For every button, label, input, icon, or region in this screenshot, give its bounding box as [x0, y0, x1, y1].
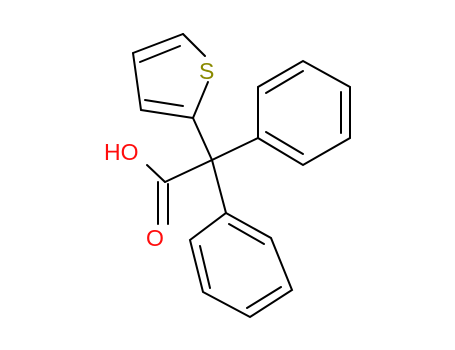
sulfur-atom-label: S	[199, 58, 214, 84]
phenyl-bottom-double-2	[246, 286, 282, 309]
bond-s-c2	[192, 81, 209, 119]
bond-c3a-c3	[132, 52, 142, 111]
bond-thiophene-central	[192, 117, 213, 161]
phenyl-top-double-3	[265, 131, 304, 155]
phenyl-bottom-double-3	[199, 245, 211, 289]
bond-c4-s	[182, 33, 206, 57]
bond-c2-c3a	[140, 109, 194, 119]
bond-c3-c4	[132, 33, 184, 54]
thiophene-ring	[132, 33, 209, 119]
phenyl-top-hexagon	[257, 59, 351, 167]
central-carbon-bonds	[164, 117, 259, 214]
phenyl-bottom-double-1	[228, 223, 265, 245]
bond-carboxyl-oh	[146, 164, 166, 183]
bond-c3-c4-double	[139, 45, 181, 63]
phenyl-ring-top	[257, 59, 351, 167]
carbonyl-oxygen-label: O	[146, 225, 164, 251]
carboxylic-acid-group	[146, 164, 169, 225]
hydroxyl-label: HO	[104, 139, 139, 165]
phenyl-top-double-1	[265, 70, 304, 94]
bond-c2-c3a-double	[144, 99, 184, 107]
phenyl-ring-bottom	[188, 211, 294, 319]
bond-central-phenyl-bottom	[211, 159, 227, 214]
phenyl-bottom-hexagon	[188, 211, 294, 319]
bond-central-phenyl-top	[211, 137, 259, 161]
bond-central-carboxyl	[164, 159, 213, 183]
